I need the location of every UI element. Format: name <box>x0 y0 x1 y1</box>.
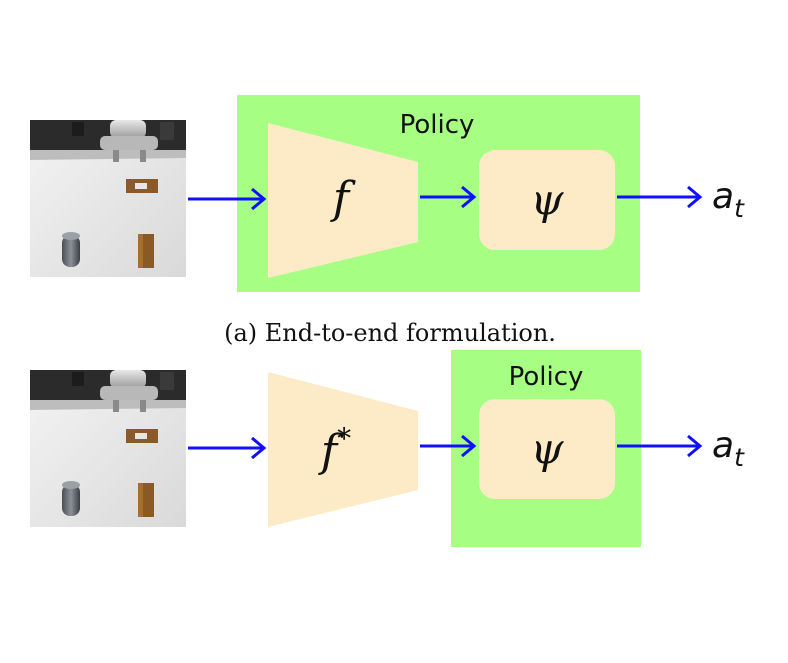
bottom-arrow-image-to-encoder <box>188 436 267 460</box>
bottom-head-box <box>479 399 615 499</box>
bottom-arrow-head-to-output <box>617 434 703 458</box>
top-encoder-shape <box>268 123 418 278</box>
top-output-sub: t <box>734 194 745 223</box>
bottom-output-sub: t <box>734 443 745 472</box>
top-caption: (a) End-to-end formulation. <box>224 319 556 347</box>
bottom-policy-label: Policy <box>509 362 584 392</box>
top-arrow-image-to-encoder <box>188 187 267 211</box>
top-policy-label: Policy <box>400 110 475 140</box>
top-scene-image <box>30 120 186 277</box>
top-output-main: a <box>712 176 734 217</box>
bottom-scene-image <box>30 370 186 527</box>
top-head-label: ψ <box>531 175 565 224</box>
top-arrow-head-to-output <box>617 185 703 209</box>
bottom-head-label: ψ <box>531 424 565 473</box>
top-output-label: at <box>712 176 745 223</box>
bottom-encoder-sup: * <box>337 422 351 455</box>
bottom-encoder-shape <box>268 372 418 527</box>
top-head-box <box>479 150 615 250</box>
bottom-diagram: f* Policy ψ at <box>30 350 745 547</box>
bottom-output-main: a <box>712 425 734 466</box>
top-diagram: Policy f ψ at (a) End-to-end formulation… <box>30 95 745 347</box>
bottom-output-label: at <box>712 425 745 472</box>
bottom-arrow-encoder-to-head <box>420 434 477 458</box>
top-arrow-encoder-to-head <box>420 185 477 209</box>
